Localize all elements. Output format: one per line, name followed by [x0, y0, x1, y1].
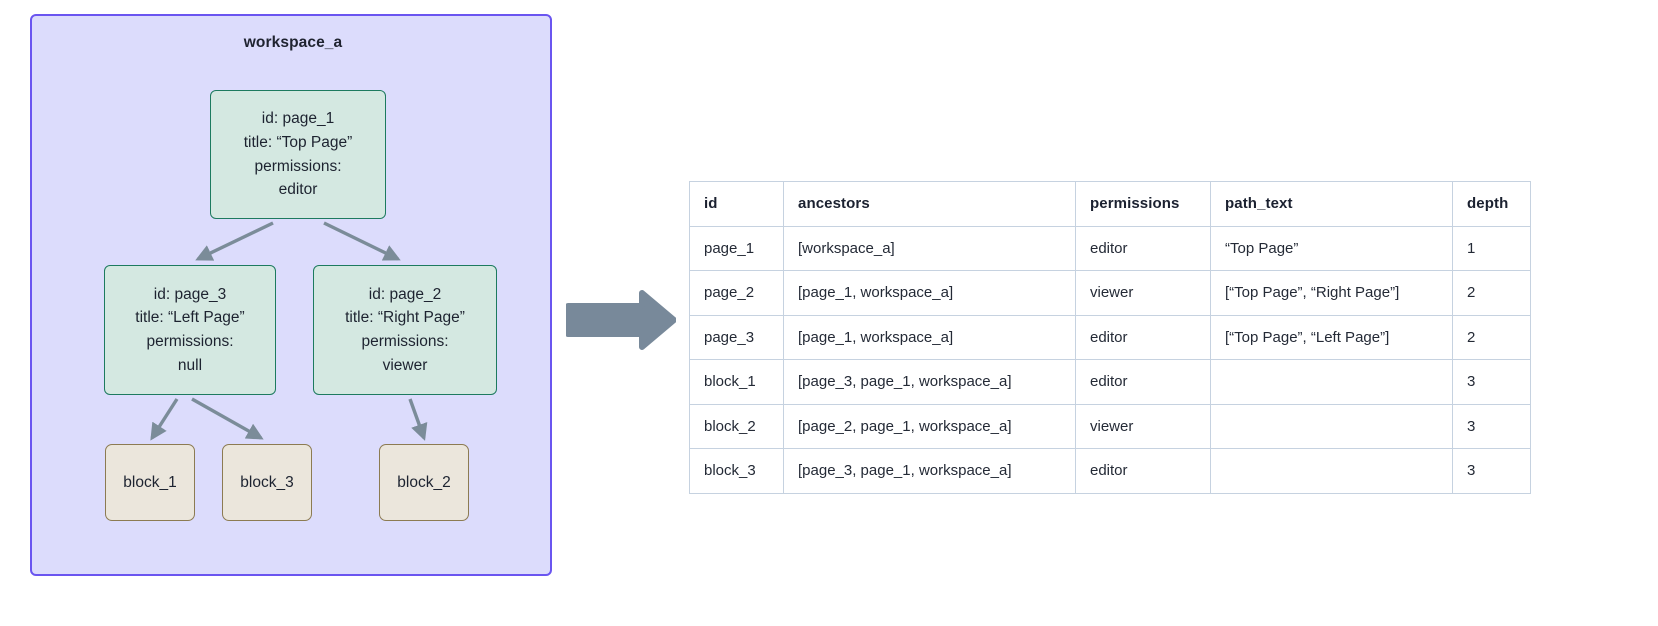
node-line: block_2	[397, 473, 451, 491]
node-line: permissions:	[361, 333, 449, 350]
node-line: title: “Left Page”	[135, 309, 245, 327]
table-row[interactable]: block_3 [page_3, page_1, workspace_a] ed…	[689, 448, 1531, 494]
column-header-depth[interactable]: depth	[1452, 181, 1531, 227]
cell-ancestors: [workspace_a]	[783, 225, 1076, 271]
cell-depth: 3	[1452, 403, 1531, 449]
node-line: block_1	[123, 473, 177, 491]
cell-permissions: viewer	[1075, 403, 1211, 449]
node-line: permissions:	[254, 157, 342, 175]
cell-id: page_2	[689, 270, 784, 316]
cell-depth: 3	[1452, 448, 1531, 494]
column-header-ancestors[interactable]: ancestors	[783, 181, 1076, 227]
cell-path_text	[1210, 359, 1453, 405]
column-header-permissions[interactable]: permissions	[1075, 181, 1211, 227]
table-row[interactable]: block_1 [page_3, page_1, workspace_a] ed…	[689, 359, 1531, 405]
cell-path_text	[1210, 448, 1453, 494]
cell-depth: 2	[1452, 314, 1531, 360]
cell-permissions: editor	[1075, 448, 1211, 494]
cell-permissions: viewer	[1075, 270, 1211, 316]
cell-permissions: editor	[1075, 225, 1211, 271]
cell-id: block_1	[689, 359, 784, 405]
result-table: id ancestors permissions path_text depth…	[689, 181, 1531, 494]
graph-node-page_1[interactable]: id: page_1 title: “Top Page” permissions…	[210, 90, 386, 219]
cell-path_text	[1210, 403, 1453, 449]
result-table-container: id ancestors permissions path_text depth…	[689, 181, 1531, 494]
workspace-title: workspace_a	[243, 34, 343, 51]
cell-path_text: [“Top Page”, “Left Page”]	[1210, 314, 1453, 360]
node-line: title: “Top Page”	[243, 133, 353, 151]
edge-page_3-block_3	[191, 397, 264, 440]
table-row[interactable]: page_2 [page_1, workspace_a] viewer [“To…	[689, 270, 1531, 316]
node-line: null	[177, 356, 203, 374]
cell-depth: 1	[1452, 225, 1531, 271]
node-line: editor	[278, 181, 318, 199]
node-line: block_3	[240, 473, 294, 491]
cell-id: page_1	[689, 225, 784, 271]
cell-id: page_3	[689, 314, 784, 360]
cell-ancestors: [page_1, workspace_a]	[783, 270, 1076, 316]
table-row[interactable]: page_3 [page_1, workspace_a] editor [“To…	[689, 314, 1531, 360]
transition-arrow-icon	[566, 290, 676, 350]
graph-node-block_1[interactable]: block_1	[105, 444, 195, 521]
graph-node-block_2[interactable]: block_2	[379, 444, 469, 521]
graph-node-page_3[interactable]: id: page_3 title: “Left Page” permission…	[104, 265, 276, 395]
node-line: title: “Right Page”	[345, 309, 465, 327]
cell-path_text: [“Top Page”, “Right Page”]	[1210, 270, 1453, 316]
workspace-container: workspace_a id: page_1 title: “Top Page”…	[30, 14, 552, 576]
node-line: permissions:	[146, 333, 234, 350]
edge-page_3-block_1	[150, 398, 179, 441]
node-line: id: page_1	[261, 110, 335, 128]
edge-page_1-page_2	[323, 221, 401, 261]
cell-ancestors: [page_1, workspace_a]	[783, 314, 1076, 360]
cell-ancestors: [page_2, page_1, workspace_a]	[783, 403, 1076, 449]
cell-ancestors: [page_3, page_1, workspace_a]	[783, 448, 1076, 494]
graph-node-page_2[interactable]: id: page_2 title: “Right Page” permissio…	[313, 265, 497, 395]
cell-path_text: “Top Page”	[1210, 225, 1453, 271]
cell-depth: 3	[1452, 359, 1531, 405]
node-line: viewer	[382, 356, 428, 374]
node-line: id: page_2	[368, 285, 442, 303]
edge-page_1-page_3	[195, 221, 274, 261]
table-row[interactable]: block_2 [page_2, page_1, workspace_a] vi…	[689, 403, 1531, 449]
cell-id: block_3	[689, 448, 784, 494]
column-header-id[interactable]: id	[689, 181, 784, 227]
column-header-path_text[interactable]: path_text	[1210, 181, 1453, 227]
cell-permissions: editor	[1075, 314, 1211, 360]
cell-permissions: editor	[1075, 359, 1211, 405]
table-row[interactable]: page_1 [workspace_a] editor “Top Page” 1	[689, 225, 1531, 271]
edge-page_2-block_2	[408, 398, 428, 441]
cell-ancestors: [page_3, page_1, workspace_a]	[783, 359, 1076, 405]
node-line: id: page_3	[153, 285, 227, 303]
cell-depth: 2	[1452, 270, 1531, 316]
cell-id: block_2	[689, 403, 784, 449]
table-header-row: id ancestors permissions path_text depth	[689, 181, 1531, 227]
graph-node-block_3[interactable]: block_3	[222, 444, 312, 521]
